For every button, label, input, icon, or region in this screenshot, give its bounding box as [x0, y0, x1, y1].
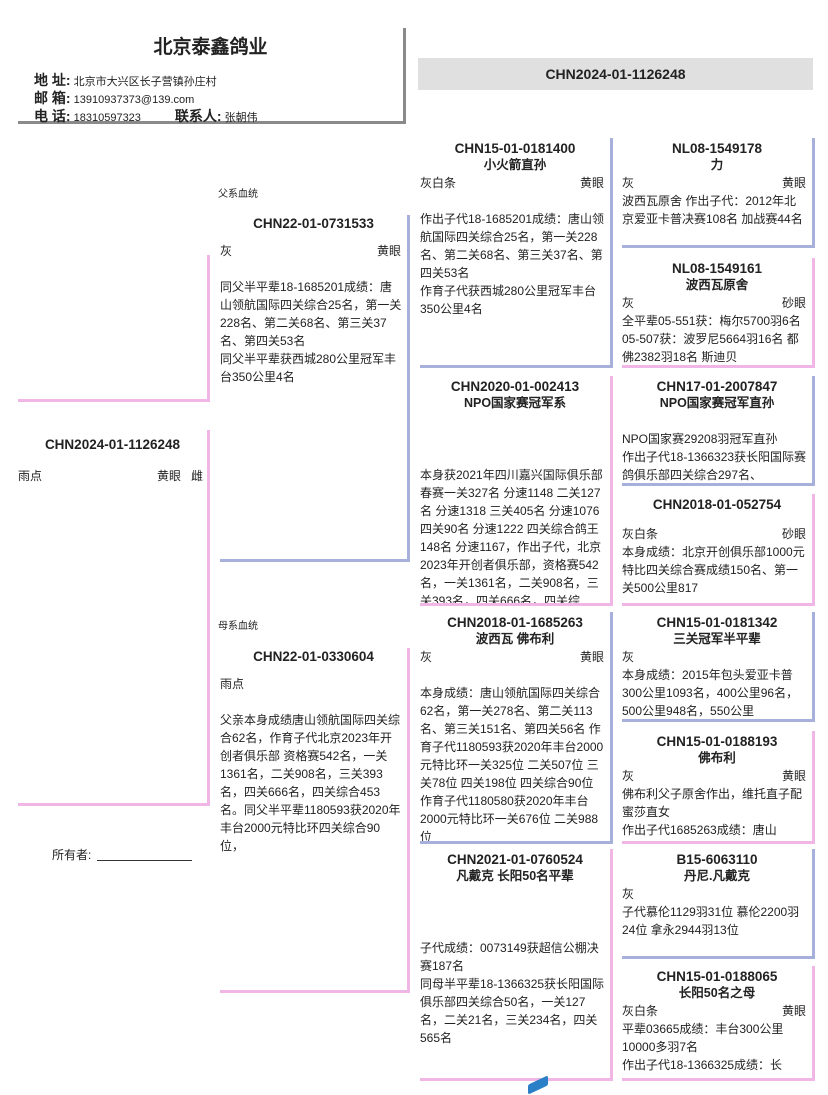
ring-number: CHN22-01-0731533	[253, 216, 374, 231]
ring-number: CHN15-01-0181400	[454, 141, 576, 156]
phone-label: 电 话:	[34, 108, 71, 124]
eye-type: 黄眼	[781, 1004, 806, 1018]
performance-notes: 佛布利父子原舍作出，维托直子配蜜莎直女 作出子代1685263成绩：唐山	[622, 787, 803, 837]
eye-type: 黄眼	[579, 650, 604, 664]
dam-section-label: 母系血统	[218, 621, 258, 632]
contact-value: 张朝伟	[224, 112, 258, 124]
owner-label: 所有者:	[52, 848, 92, 862]
feather-color: 灰	[622, 296, 635, 310]
feather-color: 灰	[220, 244, 233, 258]
performance-notes: 本身成绩：2015年包头爱亚卡普300公里1093名，400公里96名，500公…	[622, 668, 799, 718]
performance-notes: 本身成绩：唐山领航国际四关综合62名，第一关278名、第二关113名、第三关15…	[420, 686, 604, 844]
eye-type: 黄眼	[781, 769, 806, 783]
feather-color: 灰	[420, 650, 433, 664]
owner-field: 所有者:	[52, 846, 193, 863]
bird-card-ss: CHN15-01-0181400 小火箭直孙灰白条 黄眼作出子代18-1685201…	[420, 138, 613, 368]
address-label: 地 址:	[34, 72, 71, 88]
bird-card-sdd: CHN2018-01-052754 灰白条 砂眼本身成绩：北京开创俱乐部1000元特…	[622, 494, 815, 606]
ring-number: CHN2018-01-1685263	[447, 615, 583, 630]
contact-label: 联系人:	[174, 108, 222, 124]
bird-card-dss: CHN15-01-0181342 三关冠军半平辈灰本身成绩：2015年包头爱亚卡普…	[622, 612, 815, 722]
bird-name: 长阳50名之母	[678, 986, 756, 1000]
feather-color: 雨点	[220, 677, 245, 691]
feather-color: 灰	[622, 887, 635, 901]
feather-color: 灰白条	[622, 1004, 659, 1018]
eye-type: 砂眼	[781, 527, 806, 541]
performance-notes: 平辈03665成绩：丰台300公里10000多羽7名 作出子代18-136632…	[622, 1022, 784, 1072]
owner-signature-line[interactable]	[97, 860, 193, 861]
bird-card-dd: CHN2021-01-0760524 凡戴克 长阳50名平辈子代成绩：007314…	[420, 849, 613, 1081]
subject-eye: 黄眼	[156, 469, 181, 483]
ring-number: NL08-1549161	[671, 261, 763, 276]
email-row: 邮 箱: 13910937373@139.com	[34, 88, 194, 108]
ring-number: CHN15-01-0188193	[656, 734, 778, 749]
bird-name: 波西瓦原舍	[685, 278, 749, 292]
bird-name: 波西瓦 佛布利	[475, 632, 555, 646]
bird-card-ssd: NL08-1549161 波西瓦原舍灰 砂眼全平辈05-551获：梅尔5700羽6名…	[622, 258, 815, 368]
eye-type: 黄眼	[579, 176, 604, 190]
sire-section-label: 父系血统	[218, 189, 258, 200]
performance-notes: 子代成绩：0073149获超信公棚决赛187名 同母半平辈18-1366325获…	[420, 941, 605, 1045]
ring-number: NL08-1549178	[671, 141, 763, 156]
bird-card-ds: CHN2018-01-1685263 波西瓦 佛布利灰 黄眼本身成绩：唐山领航国际四…	[420, 612, 613, 844]
phone-value: 18310597323	[73, 112, 141, 124]
bird-card-sss: NL08-1549178 力灰 黄眼波西瓦原舍 作出子代：2012年北京爱亚卡普决赛…	[622, 138, 815, 248]
address-row: 地 址: 北京市大兴区长子营镇孙庄村	[34, 70, 217, 90]
address-value: 北京市大兴区长子营镇孙庄村	[73, 76, 217, 88]
subject-bird-card: CHN2024-01-1126248 雨点 黄眼 雌	[18, 430, 210, 806]
feather-color: 灰	[622, 650, 635, 664]
bird-name: NPO国家赛冠军系	[463, 396, 567, 410]
performance-notes: NPO国家赛29208羽冠军直孙 作出子代18-1366323获长阳国际赛鸽俱乐…	[622, 432, 807, 482]
bird-card-dsd: CHN15-01-0188193 佛布利灰 黄眼佛布利父子原舍作出，维托直子配蜜莎直…	[622, 731, 815, 844]
pedigree-title-bar: CHN2024-01-1126248	[418, 58, 813, 90]
feather-color: 灰白条	[420, 176, 457, 190]
performance-notes: 父亲本身成绩唐山领航国际四关综合62名，作育子代北京2023年开创者俱乐部 资格…	[220, 713, 401, 853]
bird-name: 小火箭直孙	[483, 158, 547, 172]
ring-number: B15-6063110	[676, 852, 758, 867]
feather-color: 灰	[622, 769, 635, 783]
eye-type: 黄眼	[376, 244, 401, 258]
breeder-name: 北京泰鑫鸽业	[153, 37, 268, 58]
phone-row: 电 话: 18310597323 联系人: 张朝伟	[34, 106, 258, 126]
subject-sex: 雌	[190, 469, 203, 483]
bird-card-sire: CHN22-01-0731533 灰 黄眼同父半平辈18-1685201成绩：唐山领…	[220, 215, 410, 562]
ring-number: CHN15-01-0181342	[656, 615, 778, 630]
ring-number: CHN17-01-2007847	[656, 379, 778, 394]
bird-card-dam: CHN22-01-0330604 雨点父亲本身成绩唐山领航国际四关综合62名，作育…	[220, 648, 410, 993]
bird-name: 力	[710, 158, 724, 172]
performance-notes: 波西瓦原舍 作出子代：2012年北京爱亚卡普决赛108名 加战赛44名	[622, 194, 803, 226]
eye-type: 黄眼	[781, 176, 806, 190]
bird-name: 凡戴克 长阳50名平辈	[456, 869, 574, 883]
ring-number: CHN2018-01-052754	[652, 497, 782, 512]
bird-name: 佛布利	[698, 751, 736, 765]
subject-color: 雨点	[18, 469, 43, 483]
bird-card-dds: B15-6063110 丹尼.凡戴克灰子代慕伦1129羽31位 慕伦2200羽24…	[622, 849, 815, 959]
ring-number: CHN2021-01-0760524	[447, 852, 583, 867]
subject-ring: CHN2024-01-1126248	[44, 437, 181, 452]
ring-number: CHN2020-01-002413	[450, 379, 580, 394]
feather-color: 灰白条	[622, 527, 659, 541]
email-label: 邮 箱:	[34, 90, 71, 106]
bird-name: 丹尼.凡戴克	[684, 869, 750, 883]
performance-notes: 本身获2021年四川嘉兴国际俱乐部春赛一关327名 分速1148 二关127名 …	[420, 468, 603, 606]
eye-type: 砂眼	[781, 296, 806, 310]
performance-notes: 全平辈05-551获：梅尔5700羽6名 05-507获：波罗尼5664羽16名…	[622, 314, 805, 364]
feather-color: 灰	[622, 176, 635, 190]
bird-name: NPO国家赛冠军直孙	[659, 396, 775, 410]
connector-bracket	[18, 255, 210, 402]
performance-notes: 本身成绩：北京开创俱乐部1000元特比四关综合赛成绩150名、第一关500公里8…	[622, 545, 805, 595]
performance-notes: 作出子代18-1685201成绩：唐山领航国际四关综合25名，第一关228名、第…	[420, 212, 605, 316]
breeder-header: 北京泰鑫鸽业 地 址: 北京市大兴区长子营镇孙庄村 邮 箱: 139109373…	[18, 28, 406, 124]
bird-card-ddd: CHN15-01-0188065 长阳50名之母灰白条 黄眼平辈03665成绩：丰台…	[622, 966, 815, 1081]
performance-notes: 子代慕伦1129羽31位 慕伦2200羽24位 拿永2944羽13位	[622, 905, 800, 937]
email-value: 13910937373@139.com	[73, 94, 195, 106]
ring-number: CHN22-01-0330604	[253, 649, 374, 664]
ring-number: CHN15-01-0188065	[656, 969, 778, 984]
bird-name: 三关冠军半平辈	[673, 632, 761, 646]
performance-notes: 同父半平辈18-1685201成绩：唐山领航国际四关综合25名，第一关228名、…	[220, 280, 402, 384]
